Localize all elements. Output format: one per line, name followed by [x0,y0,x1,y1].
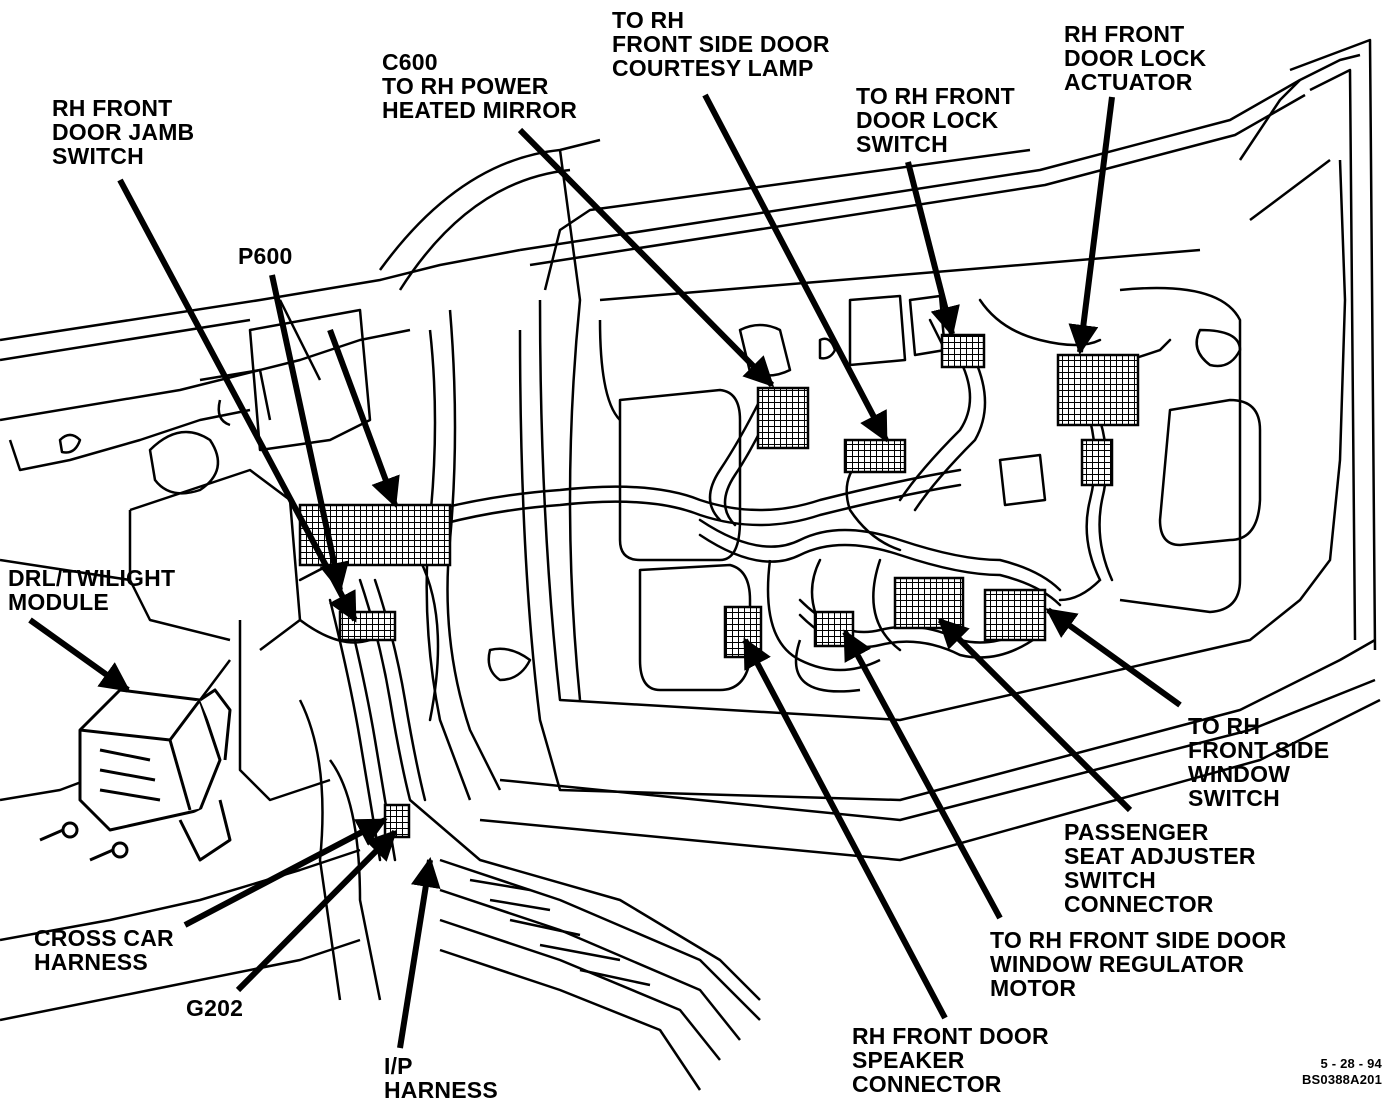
figure-footer: 5 - 28 - 94 BS0388A201 [1302,1056,1382,1088]
arrow-ip-harness [397,857,441,1049]
label-line: ACTUATOR [1064,69,1193,95]
label-line: HEATED MIRROR [382,97,578,123]
label-line: RH FRONT [1064,21,1185,47]
courtesy-lamp-connector [756,386,810,450]
label-p600: P600 [238,244,293,268]
label-line: TO RH [1188,713,1261,739]
door-panel [479,38,1381,862]
arrow-regulator [842,629,1003,920]
label-line: COURTESY LAMP [612,55,814,81]
jamb-switch-connector [338,610,397,642]
arrow-cross-car [183,817,388,928]
label-line: TO RH POWER [382,73,549,99]
label-line: C600 [382,49,438,75]
label-line: TO RH [612,7,685,33]
seat-adjuster-connector [893,576,965,630]
figure-date: 5 - 28 - 94 [1320,1056,1382,1071]
label-line: SWITCH [856,131,948,157]
label-line: MODULE [8,589,109,615]
label-regulator-motor: TO RH FRONT SIDE DOOR WINDOW REGULATOR M… [990,928,1286,1000]
label-line: SWITCH [1188,785,1280,811]
label-line: I/P [384,1053,413,1079]
label-line: CONNECTOR [1064,891,1214,917]
label-line: P600 [238,243,293,269]
label-line: WINDOW [1188,761,1291,787]
arrow-seat-adjuster [937,617,1133,813]
label-line: TO RH FRONT SIDE DOOR [990,927,1287,953]
label-speaker: RH FRONT DOOR SPEAKER CONNECTOR [852,1024,1049,1096]
label-cross-car: CROSS CAR HARNESS [34,926,174,974]
label-line: HARNESS [34,949,148,975]
label-line: CROSS CAR [34,925,174,951]
label-line: DRL/TWILIGHT [8,565,176,591]
rocker-sill [0,699,761,1091]
arrow-window-switch [1045,607,1182,708]
connectors [298,333,1140,839]
label-line: DOOR LOCK [856,107,999,133]
label-line: CONNECTOR [852,1071,1002,1097]
window-motor-plug [1080,438,1114,487]
label-line: HARNESS [384,1077,498,1103]
figure-code: BS0388A201 [1301,1072,1382,1087]
lock-switch-connector [940,333,986,369]
label-window-switch: TO RH FRONT SIDE WINDOW SWITCH [1188,714,1329,810]
label-seat-adjuster: PASSENGER SEAT ADJUSTER SWITCH CONNECTOR [1064,820,1256,916]
label-ip-harness: I/P HARNESS [384,1054,498,1102]
label-line: DOOR JAMB [52,119,195,145]
arrow-p600 [269,274,349,593]
lock-actuator-connector [1056,353,1140,427]
arrow-courtesy-lamp [702,93,889,443]
label-jamb-switch: RH FRONT DOOR JAMB SWITCH [52,96,194,168]
arrow-speaker [742,637,948,1020]
window-switch-connector [983,588,1047,642]
label-lock-actuator: RH FRONT DOOR LOCK ACTUATOR [1064,22,1206,94]
mirror-connector [843,438,907,474]
arrow-jamb-switch [117,178,358,623]
label-line: SWITCH [1064,867,1156,893]
label-g202: G202 [186,996,243,1020]
label-line: SEAT ADJUSTER [1064,843,1256,869]
label-line: FRONT SIDE [1188,737,1330,763]
label-line: PASSENGER [1064,819,1209,845]
label-line: WINDOW REGULATOR [990,951,1245,977]
label-line: RH FRONT [52,95,173,121]
label-line: TO RH FRONT [856,83,1015,109]
label-line: FRONT SIDE DOOR [612,31,830,57]
leader-arrows [28,93,1182,1049]
drl-module-art [39,688,232,862]
label-lock-switch: TO RH FRONT DOOR LOCK SWITCH [856,84,1015,156]
label-line: G202 [186,995,244,1021]
wire-harness [298,298,1172,862]
label-line: SPEAKER [852,1047,965,1073]
arrow-c600-to-p600 [327,328,400,508]
label-drl-module: DRL/TWILIGHT MODULE [8,566,175,614]
arrow-lock-switch [905,161,960,337]
arrow-c600 [517,127,775,388]
label-courtesy-lamp: TO RH FRONT SIDE DOOR COURTESY LAMP [612,8,830,80]
arrow-lock-actuator [1068,96,1115,355]
g202-ground [383,803,411,839]
arrow-g202 [235,829,398,993]
arrow-drl-module [28,617,131,693]
speaker-connector [723,605,763,659]
label-line: RH FRONT DOOR [852,1023,1049,1049]
label-line: MOTOR [990,975,1077,1001]
label-line: DOOR LOCK [1064,45,1207,71]
label-line: SWITCH [52,143,144,169]
label-c600: C600 TO RH POWER HEATED MIRROR [382,50,577,122]
